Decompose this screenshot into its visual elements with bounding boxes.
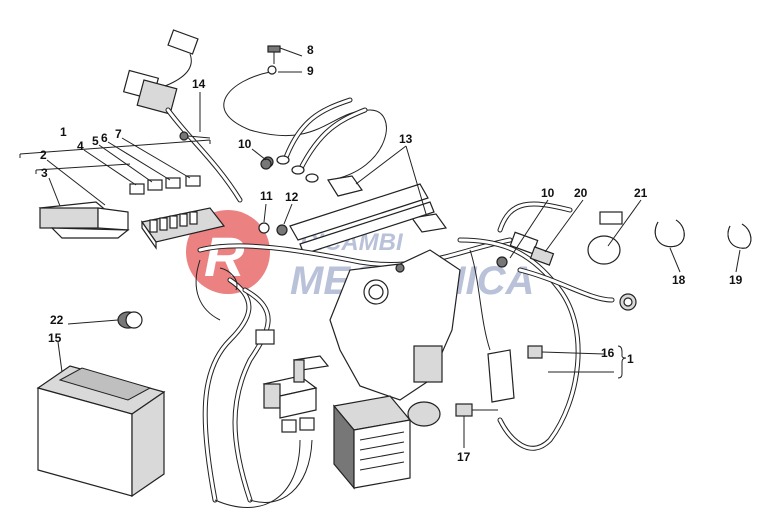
battery-plate — [329, 249, 461, 401]
callout-20: 20 — [574, 186, 588, 200]
battery — [36, 365, 166, 498]
right-harness — [258, 158, 637, 451]
callout-13: 13 — [399, 132, 413, 146]
bracket-13 — [327, 175, 448, 233]
screw-14 — [179, 131, 211, 141]
callout-15: 15 — [48, 331, 62, 345]
callout-10b: 10 — [541, 186, 555, 200]
fuse-holder — [38, 201, 130, 239]
callout-6: 6 — [101, 131, 108, 145]
left-relays — [255, 329, 330, 433]
callout-21: 21 — [634, 186, 648, 200]
callout-18: 18 — [672, 273, 686, 287]
callout-11: 11 — [260, 189, 273, 203]
callout-1a: 1 — [60, 125, 67, 139]
callout-16: 16 — [601, 346, 615, 360]
voltage-regulator — [332, 395, 441, 490]
callout-4: 4 — [77, 139, 84, 153]
callout-19: 19 — [729, 273, 743, 287]
watermark-disc — [186, 210, 270, 294]
callout-9: 9 — [307, 64, 314, 78]
clamp-18 — [654, 219, 685, 248]
callout-14: 14 — [192, 77, 206, 91]
main-harness — [195, 237, 513, 508]
callout-7: 7 — [115, 127, 122, 141]
callout-17: 17 — [457, 450, 471, 464]
top-connector — [122, 29, 243, 203]
callout-1b: 1 — [627, 352, 634, 366]
callout-labels: 1 2 3 4 5 6 7 8 9 10 11 12 13 14 15 16 1… — [40, 43, 743, 464]
callout-3: 3 — [41, 166, 48, 180]
watermark-letter: R — [204, 225, 245, 288]
callout-2: 2 — [40, 148, 47, 162]
battery-cables — [223, 45, 387, 183]
callout-22: 22 — [50, 313, 64, 327]
callout-10a: 10 — [238, 137, 252, 151]
callout-8: 8 — [307, 43, 314, 57]
clamp-19 — [727, 223, 752, 249]
leader-lines — [19, 47, 741, 448]
cap-22 — [117, 311, 143, 329]
fuse-box — [129, 175, 226, 250]
callout-5: 5 — [92, 134, 99, 148]
callout-12: 12 — [285, 190, 299, 204]
